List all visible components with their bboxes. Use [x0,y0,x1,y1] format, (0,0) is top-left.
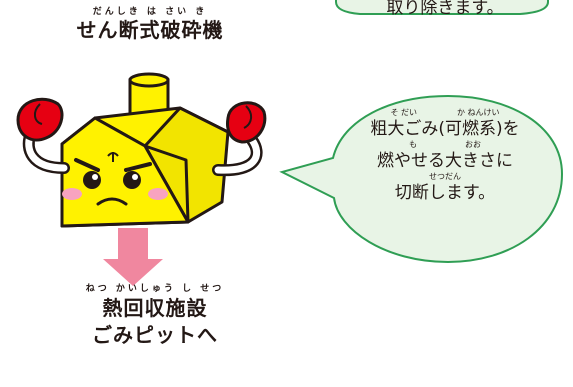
hopper-pipe [128,72,170,116]
shredder-character [16,72,267,228]
destination-line-2: ごみピットへ [92,323,218,347]
machine-title-ruby: だんしき は さい き [92,7,208,17]
machine-title-block: だんしき は さい き せん断式破砕機 [60,6,240,42]
destination-ruby: ねつ かいしゅう し せつ [85,284,225,294]
bubble-line-3: 切断します。 [394,183,496,203]
right-glove [226,101,267,144]
left-glove [16,97,64,142]
bubble-line-2: 燃やせる大きさに [377,151,513,171]
down-arrow [103,228,163,286]
bubble-ruby-3: せつだん [429,172,461,181]
top-speech-bubble [335,0,549,15]
bubble-line-1: 粗大ごみ(可燃系)を [370,119,520,139]
destination-block: ねつ かいしゅう し せつ 熱回収施設 ごみピットへ [40,283,270,349]
bubble-ruby-1: そ だい か ねんけい [390,108,500,117]
machine-title: せん断式破砕機 [76,18,224,42]
bubble-text: そ だい か ねんけい 粗大ごみ(可燃系)を も おお 燃やせる大きさに せつだ… [340,108,550,204]
top-bubble-text: 取り除きます。 [386,0,504,18]
right-speech-bubble [279,94,564,264]
angry-face [62,152,168,206]
destination-line-1: 熱回収施設 [102,296,208,320]
bubble-ruby-2: も おお [409,140,481,149]
